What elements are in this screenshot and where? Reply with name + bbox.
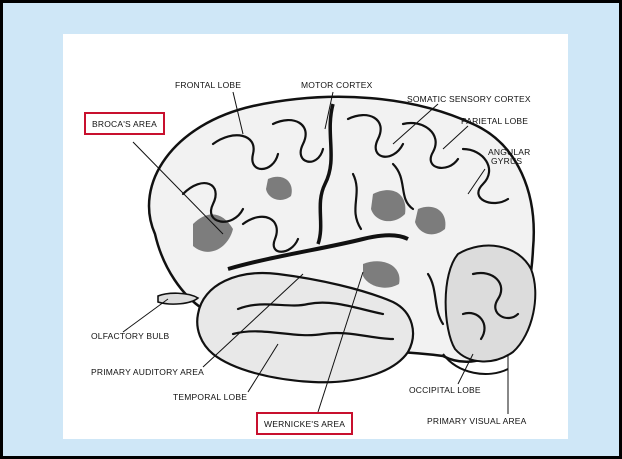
diagram-paper: FRONTAL LOBE MOTOR CORTEX SOMATIC SENSOR…	[63, 34, 568, 439]
label-motor-cortex: MOTOR CORTEX	[301, 80, 373, 90]
label-primary-auditory-area: PRIMARY AUDITORY AREA	[91, 367, 204, 377]
label-primary-visual-area: PRIMARY VISUAL AREA	[427, 416, 527, 426]
label-wernickes-area: WERNICKE'S AREA	[256, 412, 353, 435]
leader-olfactory-bulb	[123, 299, 168, 332]
label-parietal-lobe: PARIETAL LOBE	[461, 116, 528, 126]
label-frontal-lobe: FRONTAL LOBE	[175, 80, 241, 90]
label-occipital-lobe: OCCIPITAL LOBE	[409, 385, 481, 395]
label-temporal-lobe: TEMPORAL LOBE	[173, 392, 247, 402]
label-brocas-area: BROCA'S AREA	[84, 112, 165, 135]
label-olfactory-bulb: OLFACTORY BULB	[91, 331, 169, 341]
label-gyrus: GYRUS	[491, 156, 522, 166]
occipital-shape	[446, 246, 536, 362]
label-somatic-sensory-cortex: SOMATIC SENSORY CORTEX	[407, 94, 531, 104]
